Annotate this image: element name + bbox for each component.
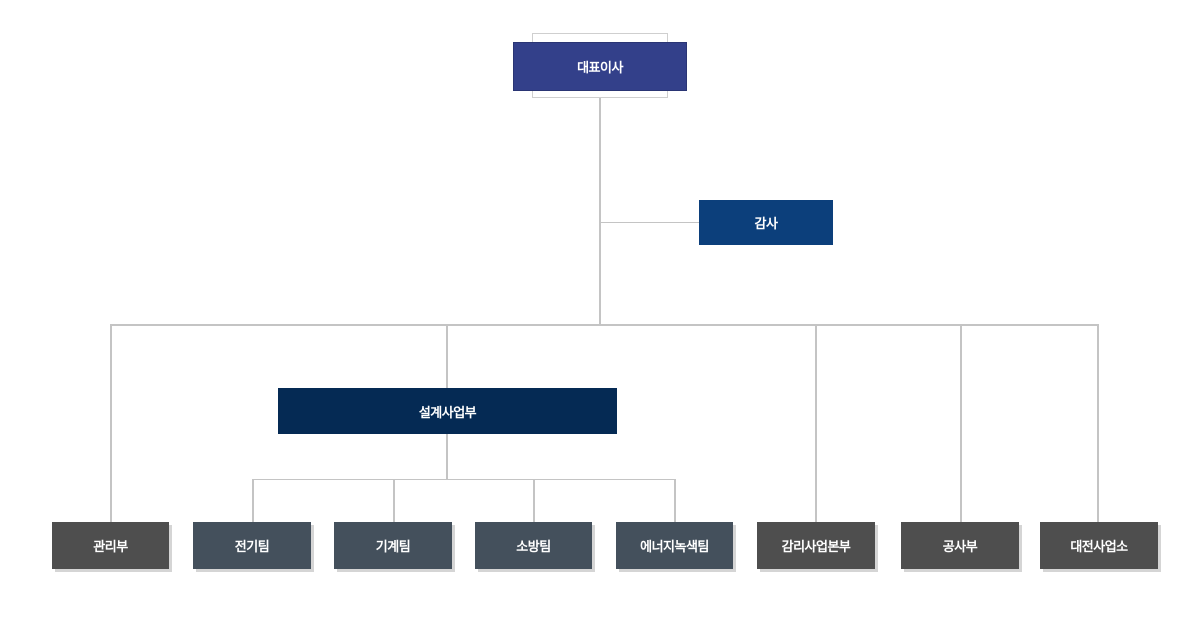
team-label: 에너지녹색팀 xyxy=(640,540,709,555)
team-fire: 소방팀 xyxy=(475,522,592,569)
team-label: 소방팀 xyxy=(516,540,551,555)
department-construction: 공사부 xyxy=(901,522,1019,569)
connector-drop-fire xyxy=(533,479,535,522)
team-energy: 에너지녹색팀 xyxy=(616,522,733,569)
department-label: 대전사업소 xyxy=(1070,540,1128,555)
connector-design-trunk xyxy=(446,434,448,480)
connector-drop-daejeon xyxy=(1097,324,1099,522)
connector-drop-energy xyxy=(674,479,676,522)
department-daejeon: 대전사업소 xyxy=(1040,522,1158,569)
connector-main-bus xyxy=(110,324,1099,326)
connector-ceo-trunk xyxy=(599,89,601,324)
ceo-label: 대표이사 xyxy=(577,61,623,76)
connector-drop-supervision xyxy=(815,324,817,522)
connector-drop-design xyxy=(446,324,448,388)
team-electrical: 전기팀 xyxy=(193,522,311,569)
department-label: 감리사업본부 xyxy=(781,540,851,555)
connector-auditor-branch xyxy=(600,222,699,223)
connector-drop-electrical xyxy=(252,479,254,522)
department-label: 공사부 xyxy=(942,540,978,555)
department-label: 관리부 xyxy=(93,540,128,555)
design-division-label: 설계사업부 xyxy=(418,405,477,421)
ceo-box: 대표이사 xyxy=(514,43,686,90)
department-management: 관리부 xyxy=(52,522,169,569)
auditor-label: 감사 xyxy=(754,217,778,232)
connector-drop-mechanical xyxy=(393,479,395,522)
team-mechanical: 기계팀 xyxy=(334,522,452,569)
auditor-box: 감사 xyxy=(699,200,833,245)
team-label: 전기팀 xyxy=(234,540,270,555)
connector-drop-management xyxy=(110,324,112,522)
connector-drop-construction xyxy=(960,324,962,522)
team-label: 기계팀 xyxy=(375,540,411,555)
connector-team-bus xyxy=(252,479,676,480)
department-supervision: 감리사업본부 xyxy=(757,522,875,569)
design-division-box: 설계사업부 xyxy=(278,388,617,434)
